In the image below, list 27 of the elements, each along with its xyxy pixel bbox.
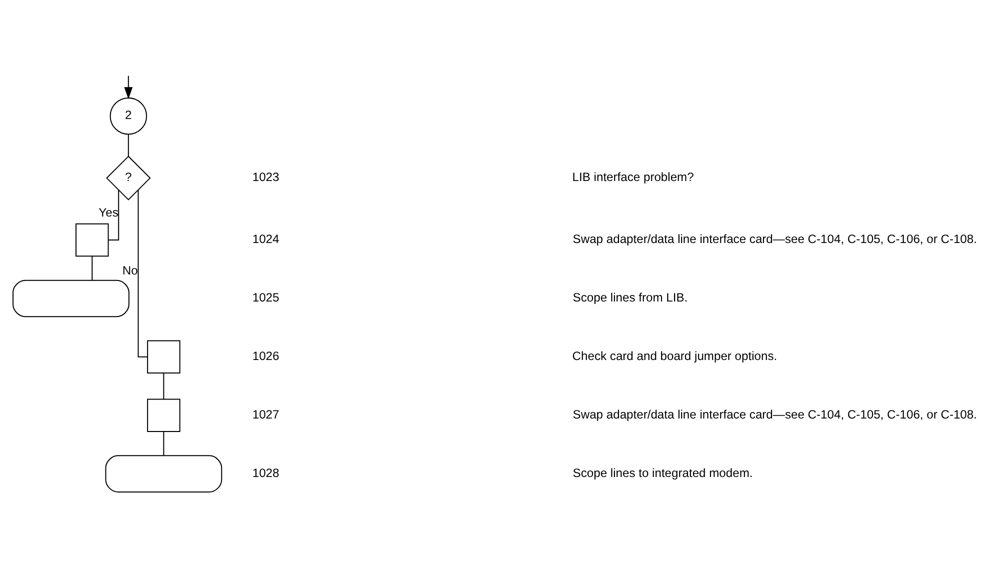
label: Swap adapter/data line interface card—see C-104, C-105, C-106, or C-108. — [572, 232, 976, 246]
node-box — [146, 398, 180, 432]
connector — [91, 256, 92, 280]
node-circle: 2 — [109, 96, 147, 134]
edge-label: No — [122, 263, 138, 278]
label: Scope lines to integrated modem. — [572, 465, 752, 480]
node-box — [75, 222, 108, 256]
label: Swap adapter/data line interface card—see C-104, C-105, C-106, or C-108. — [572, 406, 976, 421]
label: Scope lines from LIB. — [572, 290, 688, 304]
label: 1025 — [252, 290, 279, 304]
edge-label: Yes — [98, 205, 118, 220]
label: 1026 — [252, 348, 279, 363]
connector — [162, 431, 164, 456]
label: 1024 — [252, 232, 279, 246]
node-diamond: ? — [106, 155, 150, 200]
node-oval — [104, 454, 222, 492]
node-oval — [12, 279, 129, 317]
node-box — [146, 340, 180, 374]
label: 1027 — [252, 406, 279, 421]
label: Check card and board jumper options. — [572, 348, 777, 363]
arrow — [124, 75, 132, 99]
connector — [127, 134, 128, 156]
connector — [162, 372, 164, 399]
label: 1023 — [252, 170, 279, 184]
connector — [137, 190, 147, 357]
label: 1028 — [252, 465, 279, 480]
label: LIB interface problem? — [572, 170, 694, 184]
